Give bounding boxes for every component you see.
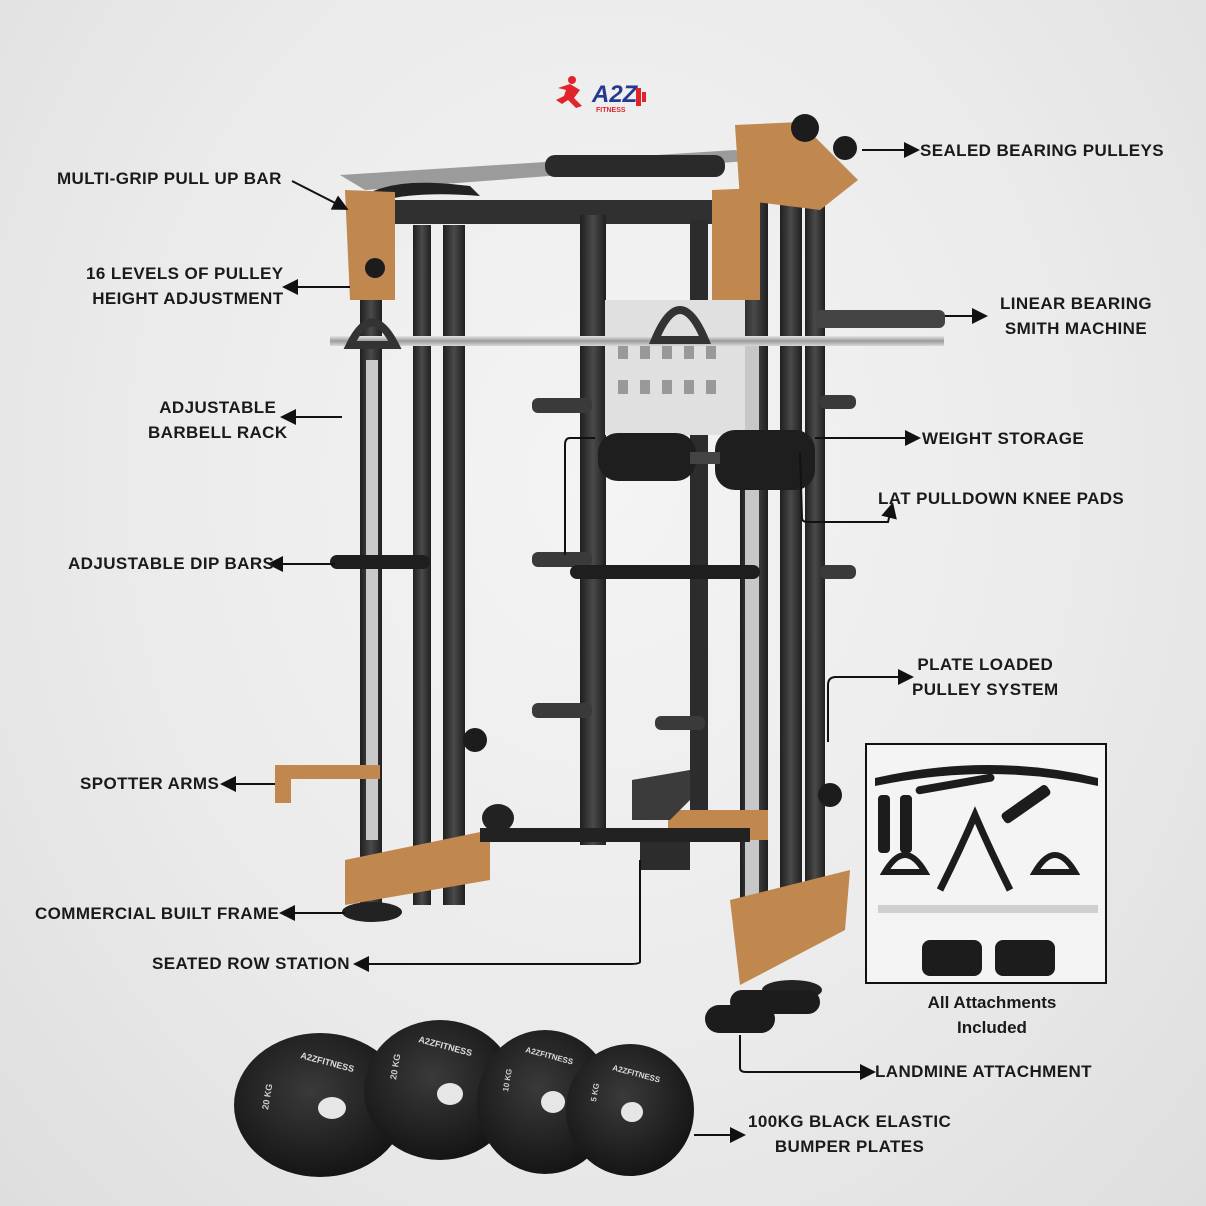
seat-pad [632,770,690,820]
label-plate-loaded-line2: PULLEY SYSTEM [912,680,1059,699]
leader-multigrip [291,180,349,210]
label-dip-bars: ADJUSTABLE DIP BARS [68,554,275,573]
label-barbell-rack: ADJUSTABLE BARBELL RACK [148,395,288,445]
plate-2-weight: 20 KG [388,1053,402,1080]
label-bumper: 100KG BLACK ELASTIC BUMPER PLATES [748,1109,951,1159]
leader-knee-pads [799,451,897,523]
leader-weight-storage-left [564,437,595,555]
runner-icon [556,76,582,108]
label-plate-loaded: PLATE LOADED PULLEY SYSTEM [912,652,1059,702]
plate-1-weight: 20 KG [260,1083,274,1110]
plate-4 [566,1044,694,1176]
label-pulley-height-line1: 16 LEVELS OF PULLEY [86,264,284,283]
leader-plate-loaded [827,669,914,742]
label-pulley-height-line2: HEIGHT ADJUSTMENT [92,289,284,308]
label-barbell-rack-line1: ADJUSTABLE [159,398,277,417]
label-barbell-rack-line2: BARBELL RACK [148,423,288,442]
label-sealed-pulleys: SEALED BEARING PULLEYS [920,141,1164,160]
label-spotter: SPOTTER ARMS [80,774,220,793]
back-panel-grid [618,345,716,394]
label-attachments-line2: Included [957,1018,1027,1037]
weight-horn-top [815,310,945,328]
plate-4-weight: 5 KG [589,1082,601,1102]
base [342,804,822,1000]
pulleys [365,114,857,807]
label-bumper-line1: 100KG BLACK ELASTIC [748,1112,952,1131]
weight-horns [532,395,856,730]
bumper-plates: A2ZFITNESS A2ZFITNESS A2ZFITNESS A2ZFITN… [234,1020,694,1177]
label-landmine: LANDMINE ATTACHMENT [875,1062,1092,1081]
label-smith: LINEAR BEARING SMITH MACHINE [1000,291,1152,341]
d-handle-right [648,306,712,344]
attachments-box [865,743,1107,984]
smith-bar [330,336,944,346]
plate-1 [234,1033,406,1177]
plate-3-weight: 10 KG [501,1068,514,1092]
plate-2 [364,1020,516,1160]
copper-plates [275,122,858,985]
brand-logo: A2Z FITNESS [552,74,656,118]
label-pulley-height: 16 LEVELS OF PULLEY HEIGHT ADJUSTMENT [86,261,283,311]
knee-pads [598,430,815,490]
d-handle-left [343,318,402,349]
leader-landmine [739,1035,876,1080]
back-panel [605,300,745,435]
label-frame: COMMERCIAL BUILT FRAME [35,904,280,923]
attachments-illustration [875,765,1098,976]
label-attachments-line1: All Attachments [927,993,1057,1012]
svg-text:A2Z: A2Z [591,81,639,108]
label-plate-loaded-line1: PLATE LOADED [917,655,1054,674]
svg-text:FITNESS: FITNESS [596,107,626,114]
label-smith-line1: LINEAR BEARING [1000,294,1152,313]
top-frame [340,150,760,224]
label-multigrip: MULTI-GRIP PULL UP BAR [57,169,282,188]
label-smith-line2: SMITH MACHINE [1004,319,1148,338]
label-weight-storage: WEIGHT STORAGE [922,429,1085,448]
label-knee-pads: LAT PULLDOWN KNEE PADS [878,489,1125,508]
label-attachments: All Attachments Included [900,990,1084,1040]
label-bumper-line2: BUMPER PLATES [774,1137,925,1156]
landmine [705,990,820,1033]
leader-seated-row [353,860,641,972]
dip-bars [330,555,760,579]
label-seated-row: SEATED ROW STATION [152,954,350,973]
